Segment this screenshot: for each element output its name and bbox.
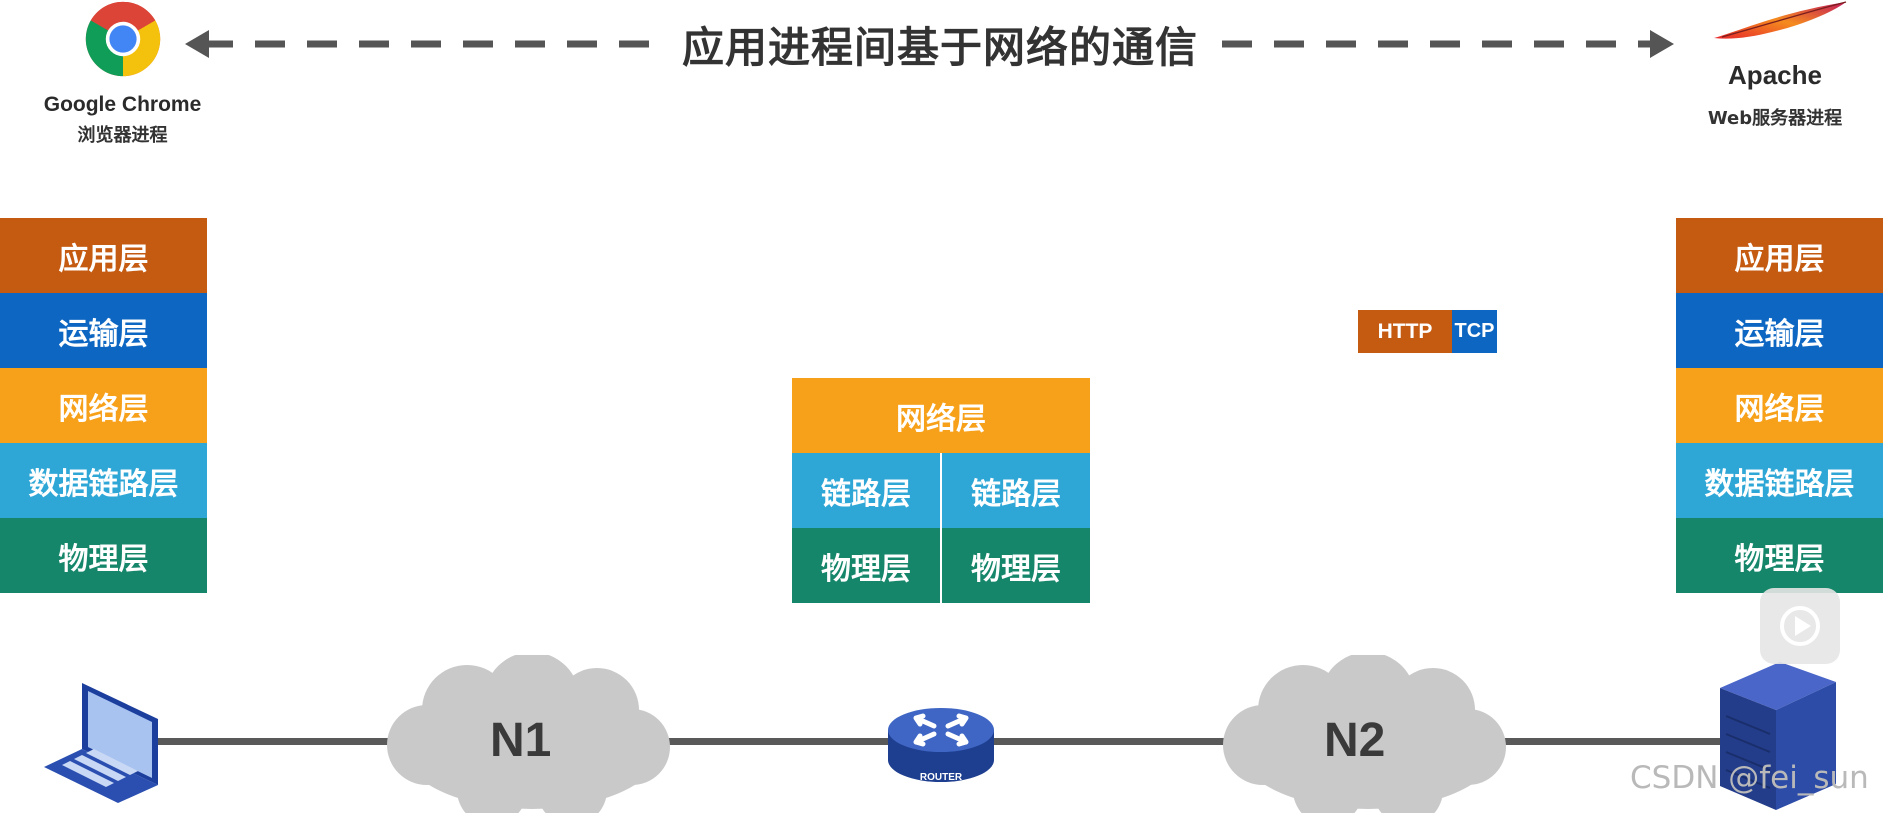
http-header: HTTP	[1358, 310, 1452, 353]
cloud-label-n1: N1	[490, 714, 552, 767]
client-name: Google Chrome	[43, 93, 202, 116]
cloud-n2	[1223, 655, 1506, 813]
server-icon	[1720, 662, 1836, 810]
application-layer: 应用层	[1676, 218, 1883, 293]
packet: HTTP TCP	[1358, 310, 1497, 353]
router-protocol-stack: 网络层 链路层 链路层 物理层 物理层	[792, 378, 1090, 603]
router-physical-layer-left: 物理层	[821, 551, 911, 587]
physical-layer: 物理层	[1676, 518, 1883, 593]
network-layer: 网络层	[0, 368, 207, 443]
router-link-layer-right: 链路层	[940, 453, 1090, 528]
router-physical-layer-right: 物理层	[940, 528, 1090, 603]
cloud-label-n2: N2	[1324, 714, 1386, 767]
server-desc: Web服务器进程	[1707, 108, 1843, 129]
client-desc: 浏览器进程	[77, 125, 168, 146]
play-triangle-icon	[1780, 606, 1820, 646]
chrome-icon	[85, 1, 161, 77]
watermark: CSDN @fei_sun	[1630, 760, 1869, 796]
server-name: Apache	[1728, 60, 1822, 90]
datalink-layer: 数据链路层	[0, 443, 207, 518]
transport-layer: 运输层	[1676, 293, 1883, 368]
physical-layer: 物理层	[0, 518, 207, 593]
client-protocol-stack: 应用层 运输层 网络层 数据链路层 物理层	[0, 218, 207, 593]
server-protocol-stack: 应用层 运输层 网络层 数据链路层 物理层	[1676, 218, 1883, 593]
transport-layer: 运输层	[0, 293, 207, 368]
router-network-layer: 网络层	[792, 378, 1090, 453]
cloud-n1	[387, 655, 670, 813]
router-label: ROUTER	[920, 772, 963, 783]
datalink-layer: 数据链路层	[1676, 443, 1883, 518]
dashed-arrow-left	[185, 30, 650, 58]
video-play-icon[interactable]	[1760, 588, 1840, 664]
diagram-title: 应用进程间基于网络的通信	[681, 22, 1198, 72]
router-link-layer-left: 链路层	[821, 476, 911, 512]
application-layer: 应用层	[0, 218, 207, 293]
router-icon: ROUTER	[888, 708, 994, 783]
apache-feather-icon	[1714, 1, 1847, 39]
dashed-arrow-right	[1222, 30, 1674, 58]
network-layer: 网络层	[1676, 368, 1883, 443]
laptop-icon	[44, 683, 158, 803]
tcp-header: TCP	[1452, 310, 1497, 353]
